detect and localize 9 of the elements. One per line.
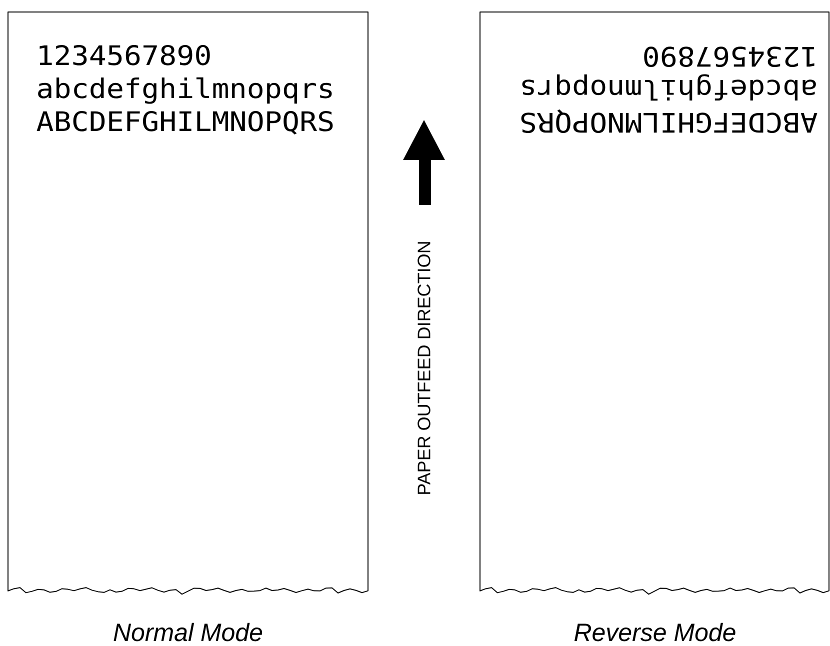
mode-caption: Reverse Mode (574, 622, 736, 642)
printed-line: 1234567890 (40, 44, 210, 66)
printed-line: 1234567890 (644, 46, 814, 68)
printed-line: abcdefghilmnopqrs (522, 74, 816, 101)
direction-label: PAPER OUTFEED DIRECTION (418, 242, 430, 494)
printed-line: ABCDEFGHILMNOPQRS (521, 109, 818, 134)
printed-line: abcdefghilmnopqrs (38, 77, 332, 104)
mode-caption: Normal Mode (114, 622, 262, 642)
printed-line: ABCDEFGHILMNOPQRS (36, 110, 333, 135)
